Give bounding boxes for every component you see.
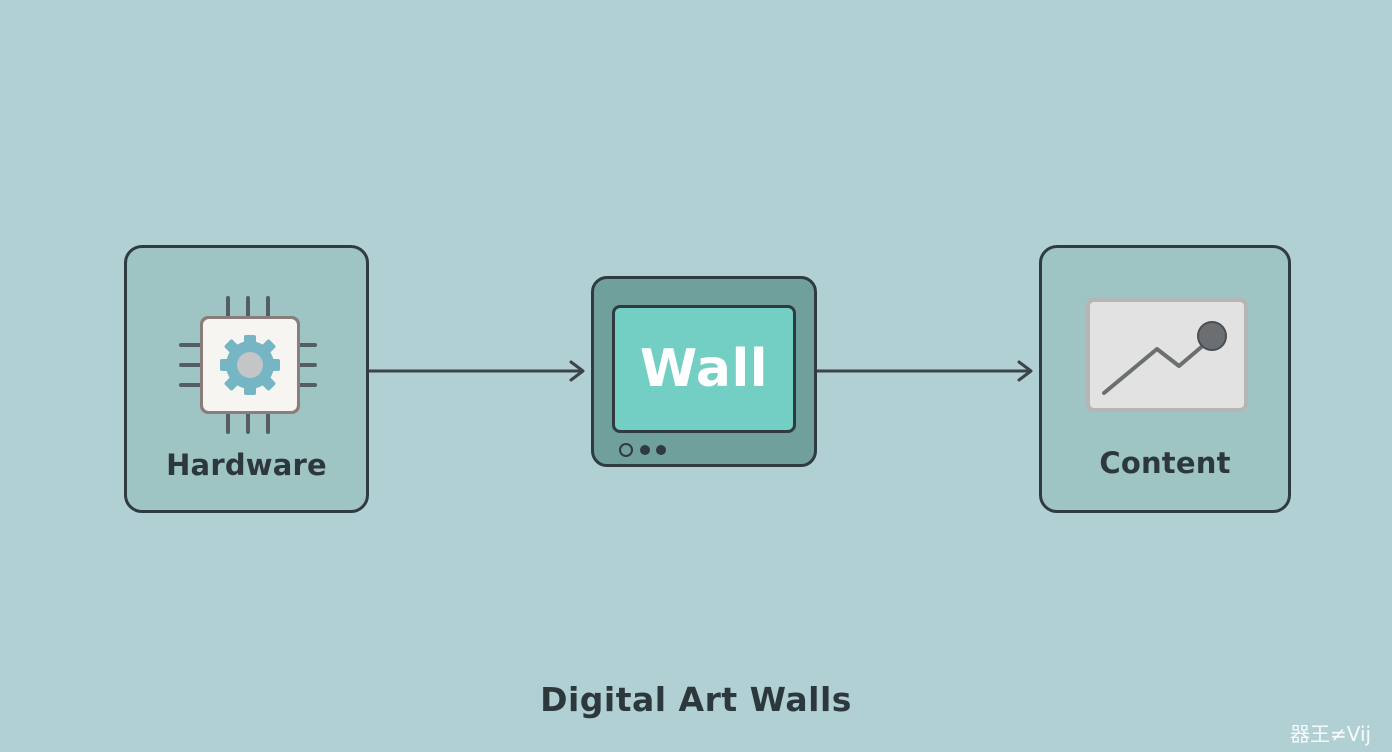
indicator-dot-icon [656,445,666,455]
edge-hardware-wall [369,360,585,382]
wall-label: Wall [639,339,769,399]
indicator-dot-icon [640,445,650,455]
content-node: Content [1039,245,1291,513]
watermark: 器王≠Vij [1290,722,1372,746]
line-chart-image-icon [1086,298,1248,412]
hardware-node: Hardware [124,245,369,513]
content-label: Content [1099,446,1231,480]
hardware-label: Hardware [166,448,327,482]
power-button-icon [619,443,633,457]
edge-wall-content [817,360,1033,382]
wall-node: Wall [591,276,817,467]
cpu-chip-gear-icon [179,296,317,434]
monitor-screen: Wall [612,305,796,433]
diagram-title: Digital Art Walls [540,680,852,719]
